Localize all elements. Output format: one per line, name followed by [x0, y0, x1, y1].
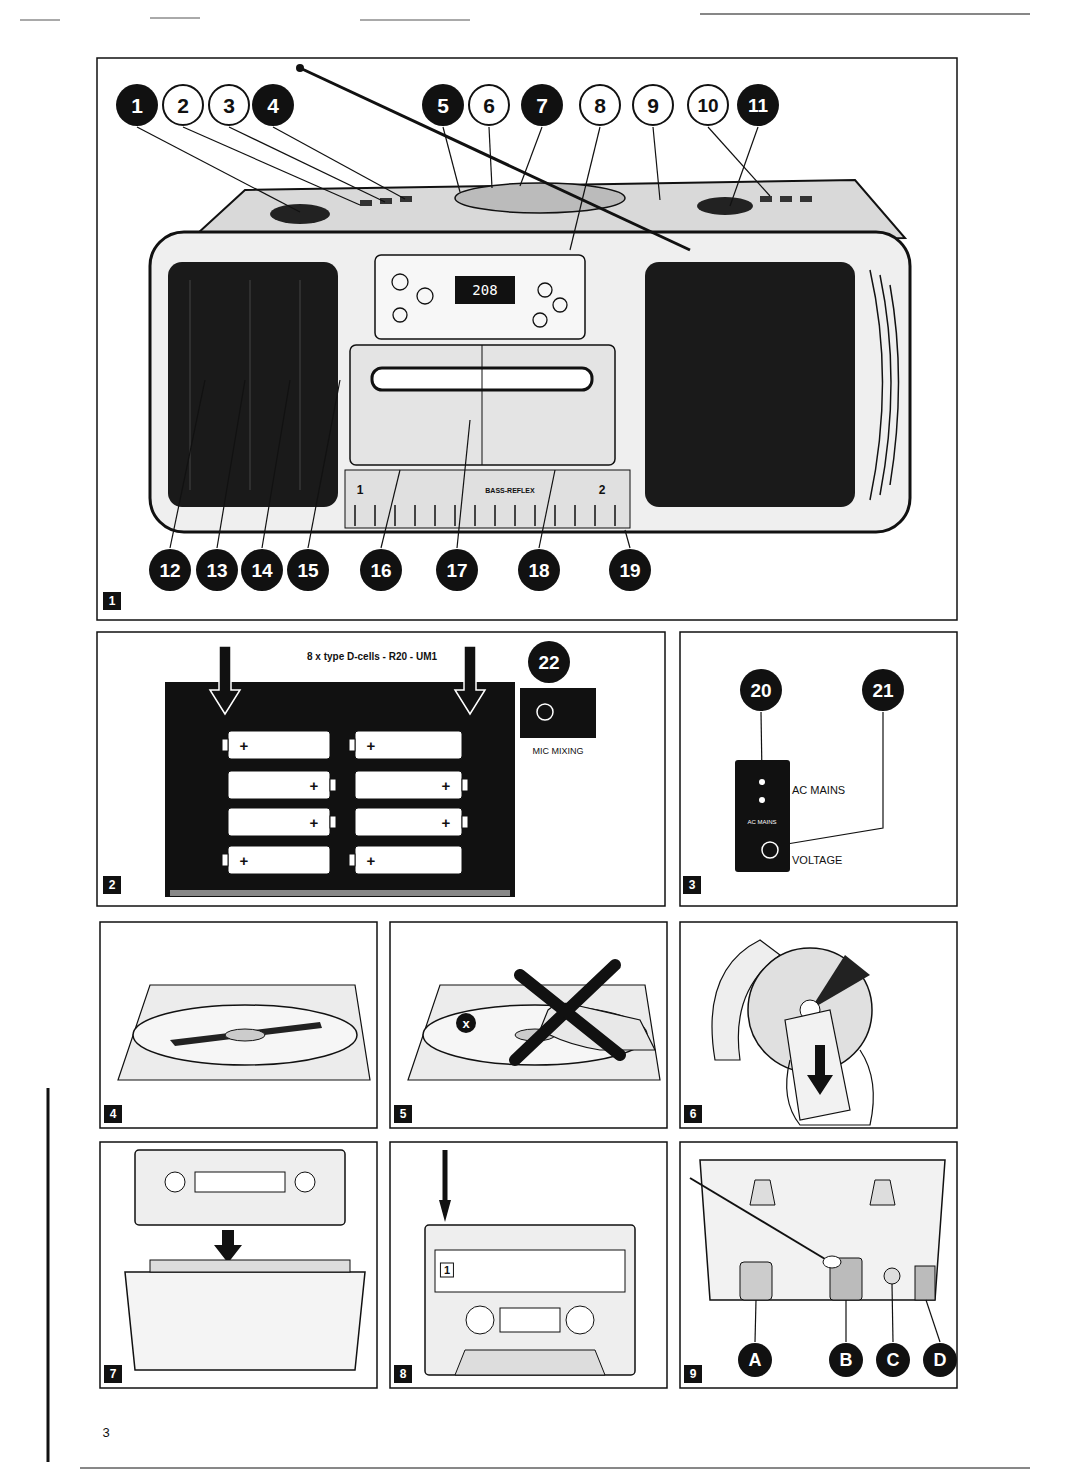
- callout-number: 22: [528, 641, 570, 683]
- polarity-mark: +: [442, 815, 451, 830]
- grille-label: BASS-REFLEX: [485, 487, 534, 494]
- callout-number: 17: [436, 549, 478, 591]
- callout-number: 12: [149, 549, 191, 591]
- panel-number: 3: [683, 876, 701, 894]
- callout-letter: D: [923, 1343, 957, 1377]
- callout-number: 19: [609, 549, 651, 591]
- polarity-mark: +: [240, 853, 249, 868]
- warning-mark: x: [456, 1013, 476, 1033]
- callout-number: 16: [360, 549, 402, 591]
- callout-number: 13: [196, 549, 238, 591]
- plate-label: AC MAINS: [747, 819, 776, 825]
- socket-label: MIC MIXING: [533, 747, 584, 756]
- callout-number: 4: [252, 84, 294, 126]
- socket-label: AC MAINS: [792, 785, 845, 796]
- polarity-mark: +: [310, 778, 319, 793]
- panel-number: 5: [394, 1105, 412, 1123]
- polarity-mark: +: [240, 738, 249, 753]
- callout-number: 20: [740, 669, 782, 711]
- polarity-mark: +: [367, 853, 376, 868]
- polarity-mark: +: [310, 815, 319, 830]
- callout-letter: A: [738, 1343, 772, 1377]
- callout-number: 15: [287, 549, 329, 591]
- battery-note: 8 x type D-cells - R20 - UM1: [307, 652, 437, 662]
- callout-number: 3: [208, 84, 250, 126]
- panel-number: 7: [104, 1365, 122, 1383]
- callout-number: 10: [687, 84, 729, 126]
- panel-number: 8: [394, 1365, 412, 1383]
- panel-number: 1: [103, 592, 121, 610]
- callout-number: 18: [518, 549, 560, 591]
- callout-number: 5: [422, 84, 464, 126]
- callout-number: 11: [737, 84, 779, 126]
- deck-number: 2: [599, 484, 606, 496]
- callout-number: 21: [862, 669, 904, 711]
- callout-number: 7: [521, 84, 563, 126]
- display-readout: 208: [472, 283, 497, 297]
- callout-letter: C: [876, 1343, 910, 1377]
- cassette-side: 1: [440, 1263, 454, 1278]
- callout-number: 8: [579, 84, 621, 126]
- deck-number: 1: [357, 484, 364, 496]
- callout-number: 6: [468, 84, 510, 126]
- callout-number: 2: [162, 84, 204, 126]
- polarity-mark: +: [442, 778, 451, 793]
- page-number: 3: [102, 1426, 109, 1439]
- panel-number: 9: [684, 1365, 702, 1383]
- socket-label: VOLTAGE: [792, 855, 842, 866]
- callout-number: 9: [632, 84, 674, 126]
- callout-number: 14: [241, 549, 283, 591]
- callout-number: 1: [116, 84, 158, 126]
- callout-letter: B: [829, 1343, 863, 1377]
- panel-number: 4: [104, 1105, 122, 1123]
- panel-number: 2: [103, 876, 121, 894]
- polarity-mark: +: [367, 738, 376, 753]
- panel-number: 6: [684, 1105, 702, 1123]
